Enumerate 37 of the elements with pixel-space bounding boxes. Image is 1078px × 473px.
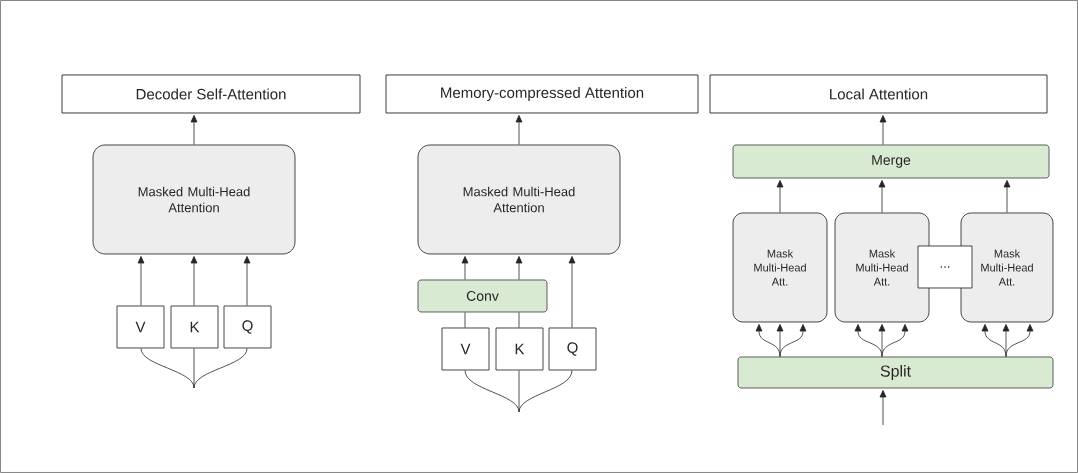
arrow [1002,324,1010,357]
arrow [878,324,886,357]
ellipsis-box: ... [917,245,973,289]
arrow [776,324,784,357]
attention-box: Mask Multi-Head Att. [960,212,1054,323]
title-box: Decoder Self-Attention [61,74,361,114]
input-box: V [441,327,490,371]
input-box: K [495,327,544,371]
arrow [568,256,576,328]
arrow [879,115,887,145]
title-box: Local Attention [709,74,1048,114]
arrow [776,180,784,213]
arrow [878,180,886,213]
attention-box: Masked Multi-Head Attention [417,144,621,255]
arrow [515,115,523,145]
title-box: Memory-compressed Attention [385,74,699,114]
input-box: Q [223,305,272,349]
input-box: K [170,305,219,349]
arrow [879,390,887,426]
attention-box: Masked Multi-Head Attention [92,144,296,255]
arrow [881,324,909,357]
input-box: V [116,305,165,349]
attention-box: Mask Multi-Head Att. [834,212,930,323]
arrow [190,256,198,306]
arrow [779,324,807,357]
arrow [1005,324,1034,357]
process-bar: Split [737,356,1054,389]
arrow [137,256,145,306]
arrow [1003,180,1011,213]
arrow [243,256,251,306]
attention-box: Mask Multi-Head Att. [732,212,828,323]
arrow [515,256,523,280]
process-bar: Merge [732,144,1050,179]
arrow [461,256,469,280]
process-bar: Conv [417,279,548,313]
arrow [190,115,198,145]
input-box: Q [548,327,597,371]
